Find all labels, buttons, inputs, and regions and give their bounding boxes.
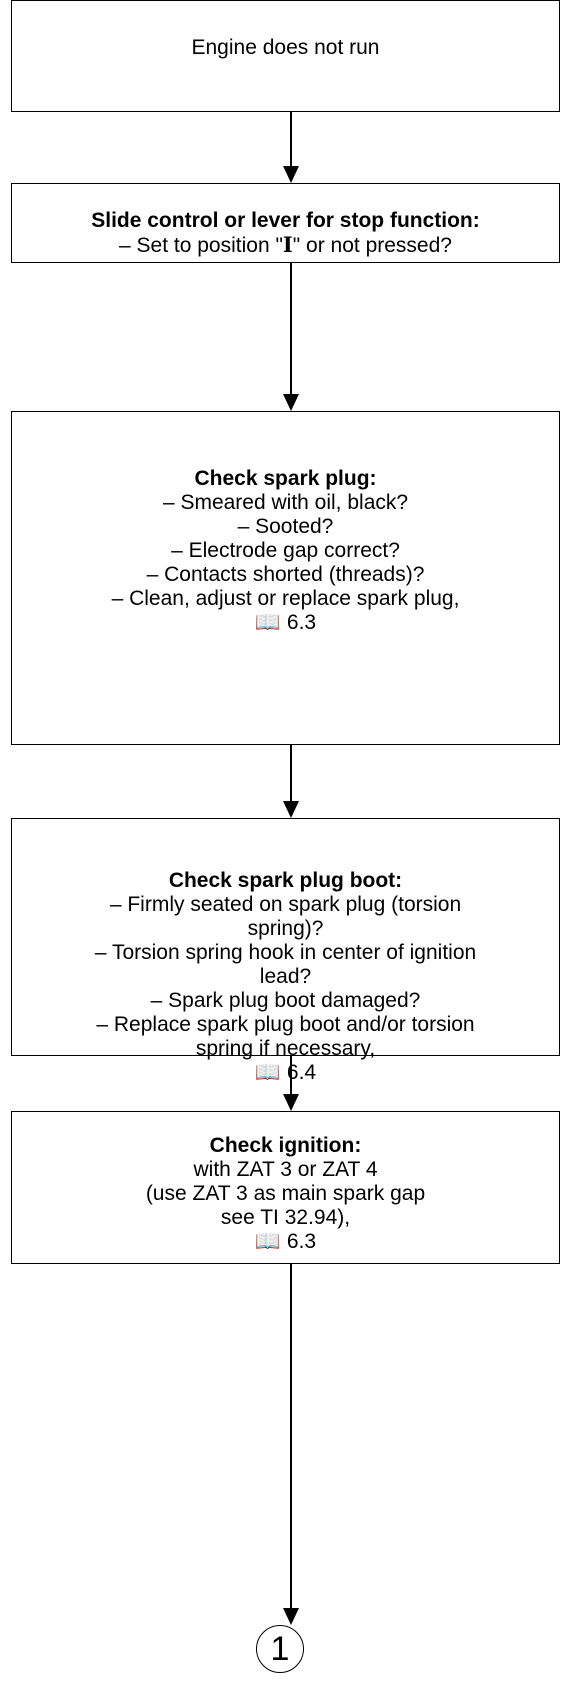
stop-position-symbol: I [282,232,293,257]
manual-reference: 📖 6.3 [12,611,559,635]
step-line: – Torsion spring hook in center of ignit… [94,941,477,964]
step-line-end: " or not pressed? [292,234,452,257]
step-line: see TI 32.94), [220,1206,351,1229]
step-line: – Set to position "I" or not pressed? [12,233,559,258]
step-title: Slide control or lever for stop function… [91,209,480,232]
step-text: Engine does not run [191,36,380,59]
step-line: (use ZAT 3 as main spark gap [145,1182,426,1205]
step-title: Check spark plug: [194,467,377,490]
flow-arrow-1 [283,112,299,183]
manual-reference: 📖 6.3 [12,1230,559,1254]
step-line: – Firmly seated on spark plug (torsion [109,893,462,916]
step-line: – Electrode gap correct? [171,539,400,562]
flow-arrow-3 [283,745,299,818]
reference-number: 6.3 [286,611,317,634]
reference-number: 6.4 [286,1061,317,1084]
flow-arrow-2 [283,263,299,411]
step-check-spark-plug-boot: Check spark plug boot: – Firmly seated o… [11,818,560,1084]
reference-number: 6.3 [286,1230,317,1253]
step-title: Check ignition: [209,1134,362,1157]
step-line: spring)? [247,917,324,940]
step-check-ignition: Check ignition: with ZAT 3 or ZAT 4 (use… [11,1111,560,1264]
step-line: – Replace spark plug boot and/or torsion [96,1013,475,1036]
step-title: Check spark plug boot: [168,869,403,892]
step-line: – Contacts shorted (threads)? [146,563,425,586]
book-icon: 📖 [254,1230,282,1253]
manual-reference: 📖 6.4 [12,1061,559,1085]
step-line: with ZAT 3 or ZAT 4 [193,1158,378,1181]
step-line: spring if necessary, [195,1037,376,1060]
step-line: – Spark plug boot damaged? [150,989,421,1012]
book-icon: 📖 [254,611,282,634]
flow-arrow-4 [283,1056,299,1111]
step-line: lead? [259,965,312,988]
step-stop-function: Slide control or lever for stop function… [11,183,560,263]
step-line-start: – Set to position " [119,234,283,257]
step-engine-does-not-run: Engine does not run [11,0,560,112]
book-icon: 📖 [254,1061,282,1084]
step-line: – Sooted? [237,515,334,538]
step-line: – Smeared with oil, black? [162,491,409,514]
page-connector: 1 [256,1625,304,1673]
step-check-spark-plug: Check spark plug: – Smeared with oil, bl… [11,411,560,745]
step-line: – Clean, adjust or replace spark plug, [111,587,460,610]
flow-arrow-5 [283,1264,299,1625]
